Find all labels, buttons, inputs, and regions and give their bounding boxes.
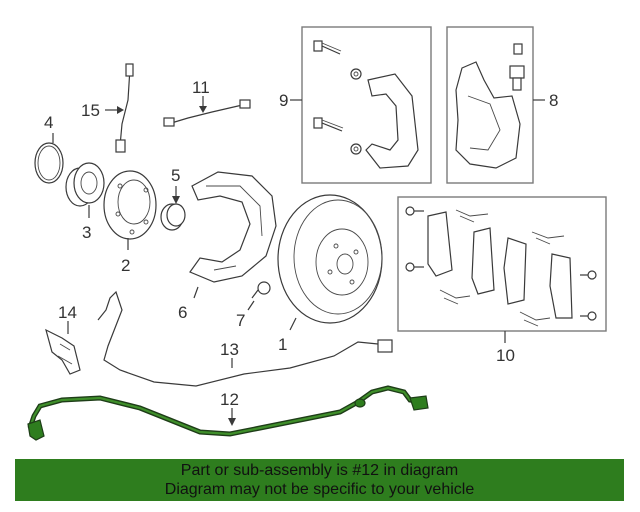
callout-2: 2 (121, 256, 130, 275)
callout-14: 14 (58, 303, 77, 322)
pad-clip-4 (519, 311, 551, 327)
brake-pads-box (397, 196, 607, 332)
pad-bolts (405, 206, 597, 321)
callout-13: 13 (220, 340, 239, 359)
caliper-bracket-group[interactable]: 9 (279, 26, 432, 184)
callout-7: 7 (236, 311, 245, 330)
pad-clip-2 (531, 231, 565, 245)
callout-12: 12 (220, 390, 239, 409)
brake-pad-3 (503, 237, 527, 305)
wheel-bearing[interactable]: 3 (65, 162, 105, 242)
caliper-bracket-box (301, 26, 432, 184)
callout-9: 9 (279, 91, 288, 110)
callout-6: 6 (178, 303, 187, 322)
callout-11: 11 (192, 78, 210, 97)
caliper-housing-group[interactable]: 8 (446, 26, 558, 184)
pad-clip-3 (439, 289, 471, 305)
bleeder-screw (509, 43, 525, 91)
connector-12 (409, 395, 429, 411)
sensor-head (27, 419, 45, 441)
sensor-bracket[interactable]: 14 (45, 303, 81, 375)
bracket-bolt-top (313, 40, 362, 80)
brake-pad-1 (427, 211, 453, 277)
dust-shield[interactable]: 6 (178, 171, 277, 322)
callout-4: 4 (44, 113, 53, 132)
caliper-bracket (365, 73, 419, 169)
abs-sensor-wire-12[interactable]: 12 (27, 385, 429, 441)
banner-line-2: Diagram may not be specific to your vehi… (164, 481, 475, 498)
callout-8: 8 (549, 91, 558, 110)
brake-pads-group[interactable]: 10 (397, 196, 607, 365)
hub-seal[interactable]: 5 (160, 166, 186, 231)
snap-ring[interactable]: 4 (34, 113, 64, 184)
wear-sensor-11[interactable]: 11 (163, 78, 251, 127)
abs-sensor-wire-13[interactable]: 13 (97, 290, 393, 387)
bracket-bolt-bottom (313, 117, 362, 155)
brake-rotor[interactable]: 1 (277, 194, 383, 354)
info-banner: Part or sub-assembly is #12 in diagram D… (15, 459, 624, 501)
callout-15: 15 (81, 101, 100, 120)
wear-sensor-15[interactable]: 15 (81, 63, 134, 153)
wheel-hub[interactable]: 2 (103, 170, 157, 275)
caliper-housing-box (446, 26, 534, 184)
callout-1: 1 (278, 335, 287, 354)
callout-10: 10 (496, 346, 515, 365)
callout-3: 3 (82, 223, 91, 242)
brake-pad-2 (471, 227, 495, 295)
pad-clip-1 (455, 209, 489, 223)
callout-5: 5 (171, 166, 180, 185)
shield-screw[interactable]: 7 (236, 281, 271, 330)
brake-pad-4 (549, 253, 573, 319)
banner-line-1: Part or sub-assembly is #12 in diagram (180, 462, 459, 479)
caliper-housing (455, 61, 521, 169)
